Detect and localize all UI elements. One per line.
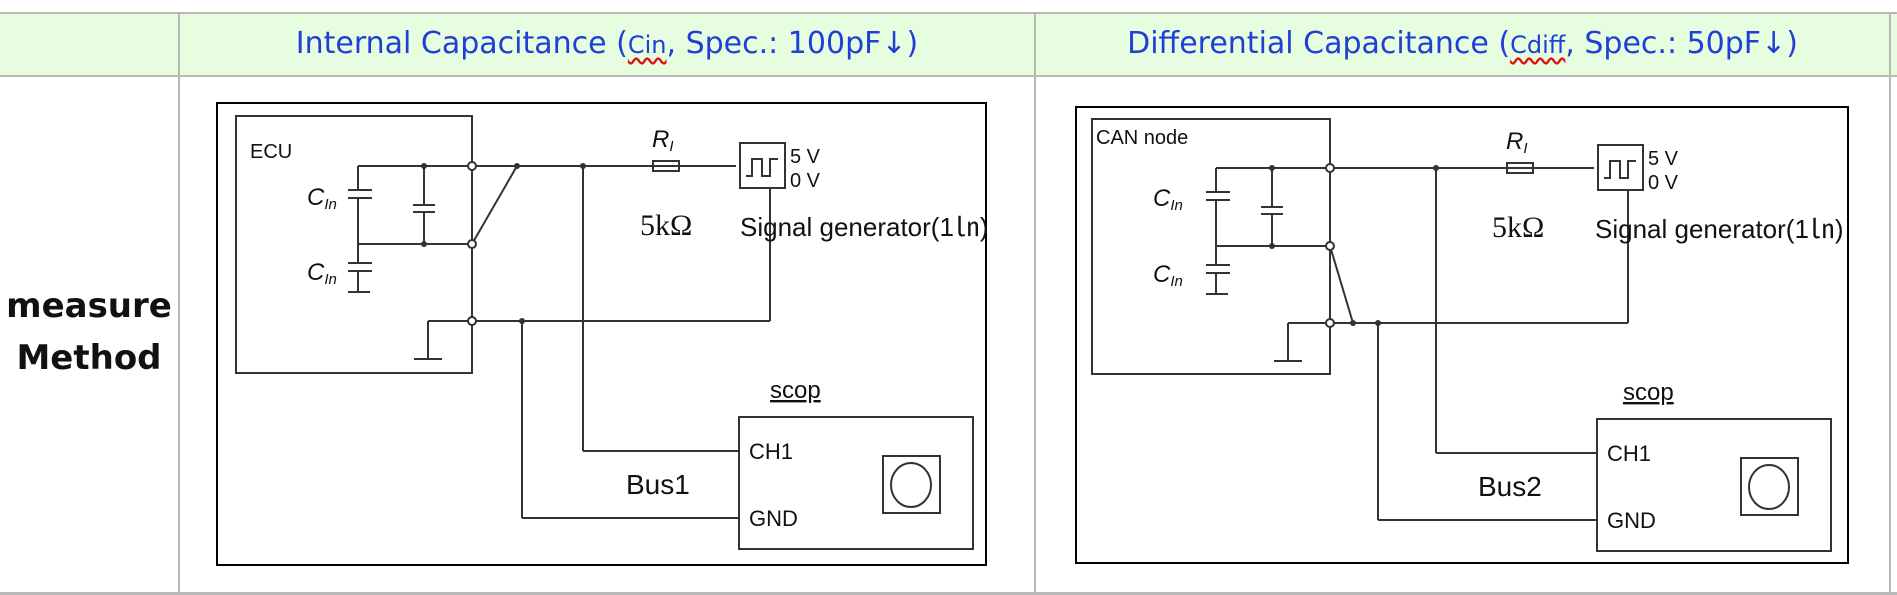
right-resistor-label: RI bbox=[1506, 128, 1528, 157]
header-right-suffix: , Spec.: 50pF↓) bbox=[1565, 26, 1798, 61]
right-scope-label: scop bbox=[1623, 379, 1674, 406]
right-can-node-label: CAN node bbox=[1096, 127, 1188, 149]
header-left-suffix: , Spec.: 100pF↓) bbox=[666, 26, 919, 61]
left-cap-label-1: CIn bbox=[307, 184, 337, 213]
header-internal-capacitance: Internal Capacitance (Cin, Spec.: 100pF↓… bbox=[180, 12, 1034, 76]
left-resistor bbox=[652, 160, 680, 172]
right-gen-low: 0 V bbox=[1648, 172, 1679, 194]
right-gnd-label: GND bbox=[1607, 508, 1656, 533]
left-scope-label: scop bbox=[770, 377, 821, 404]
row-label-measure-method: measure Method bbox=[0, 280, 178, 384]
left-gen-high: 5 V bbox=[790, 146, 821, 168]
right-frame bbox=[1075, 106, 1849, 564]
row-label-line2: Method bbox=[16, 338, 162, 378]
left-frame bbox=[216, 102, 987, 566]
header-row bbox=[0, 12, 1897, 76]
header-left-symbol: Cin bbox=[627, 31, 667, 59]
left-gen-low: 0 V bbox=[790, 170, 821, 192]
table-bottom-border bbox=[0, 592, 1897, 595]
right-generator-label: Signal generator(1㏑) bbox=[1595, 214, 1844, 244]
right-resistor bbox=[1506, 162, 1534, 174]
right-scope-display bbox=[1740, 457, 1799, 516]
left-resistor-label: RI bbox=[652, 126, 674, 155]
left-ecu-label: ECU bbox=[250, 141, 292, 163]
header-bottom-border bbox=[0, 75, 1897, 77]
left-gnd-label: GND bbox=[749, 506, 798, 531]
column-divider-2 bbox=[1034, 12, 1036, 595]
header-right-symbol: Cdiff bbox=[1510, 31, 1566, 59]
left-scope-display bbox=[882, 455, 941, 514]
left-generator-label: Signal generator(1㏑) bbox=[740, 212, 989, 242]
column-divider-1 bbox=[178, 12, 180, 595]
right-gen-high: 5 V bbox=[1648, 148, 1679, 170]
column-divider-3 bbox=[1889, 12, 1891, 595]
left-ch1-label: CH1 bbox=[749, 439, 793, 464]
left-bus-label: Bus1 bbox=[626, 469, 690, 500]
header-differential-capacitance: Differential Capacitance (Cdiff, Spec.: … bbox=[1036, 12, 1889, 76]
header-left-prefix: Internal Capacitance ( bbox=[295, 26, 628, 61]
left-scope-box bbox=[738, 416, 974, 550]
right-resistance-value: 5kΩ bbox=[1492, 211, 1544, 244]
table-top-border bbox=[0, 12, 1897, 14]
right-cap-label-2: CIn bbox=[1153, 261, 1183, 290]
left-signal-generator bbox=[739, 142, 786, 189]
row-label-line1: measure bbox=[6, 286, 172, 326]
left-resistance-value: 5kΩ bbox=[640, 209, 692, 242]
left-cap-label-2: CIn bbox=[307, 259, 337, 288]
right-signal-generator bbox=[1597, 144, 1644, 191]
right-cap-label-1: CIn bbox=[1153, 185, 1183, 214]
header-right-prefix: Differential Capacitance ( bbox=[1127, 26, 1511, 61]
right-scope-box bbox=[1596, 418, 1832, 552]
right-bus-label: Bus2 bbox=[1478, 471, 1542, 502]
right-ch1-label: CH1 bbox=[1607, 441, 1651, 466]
